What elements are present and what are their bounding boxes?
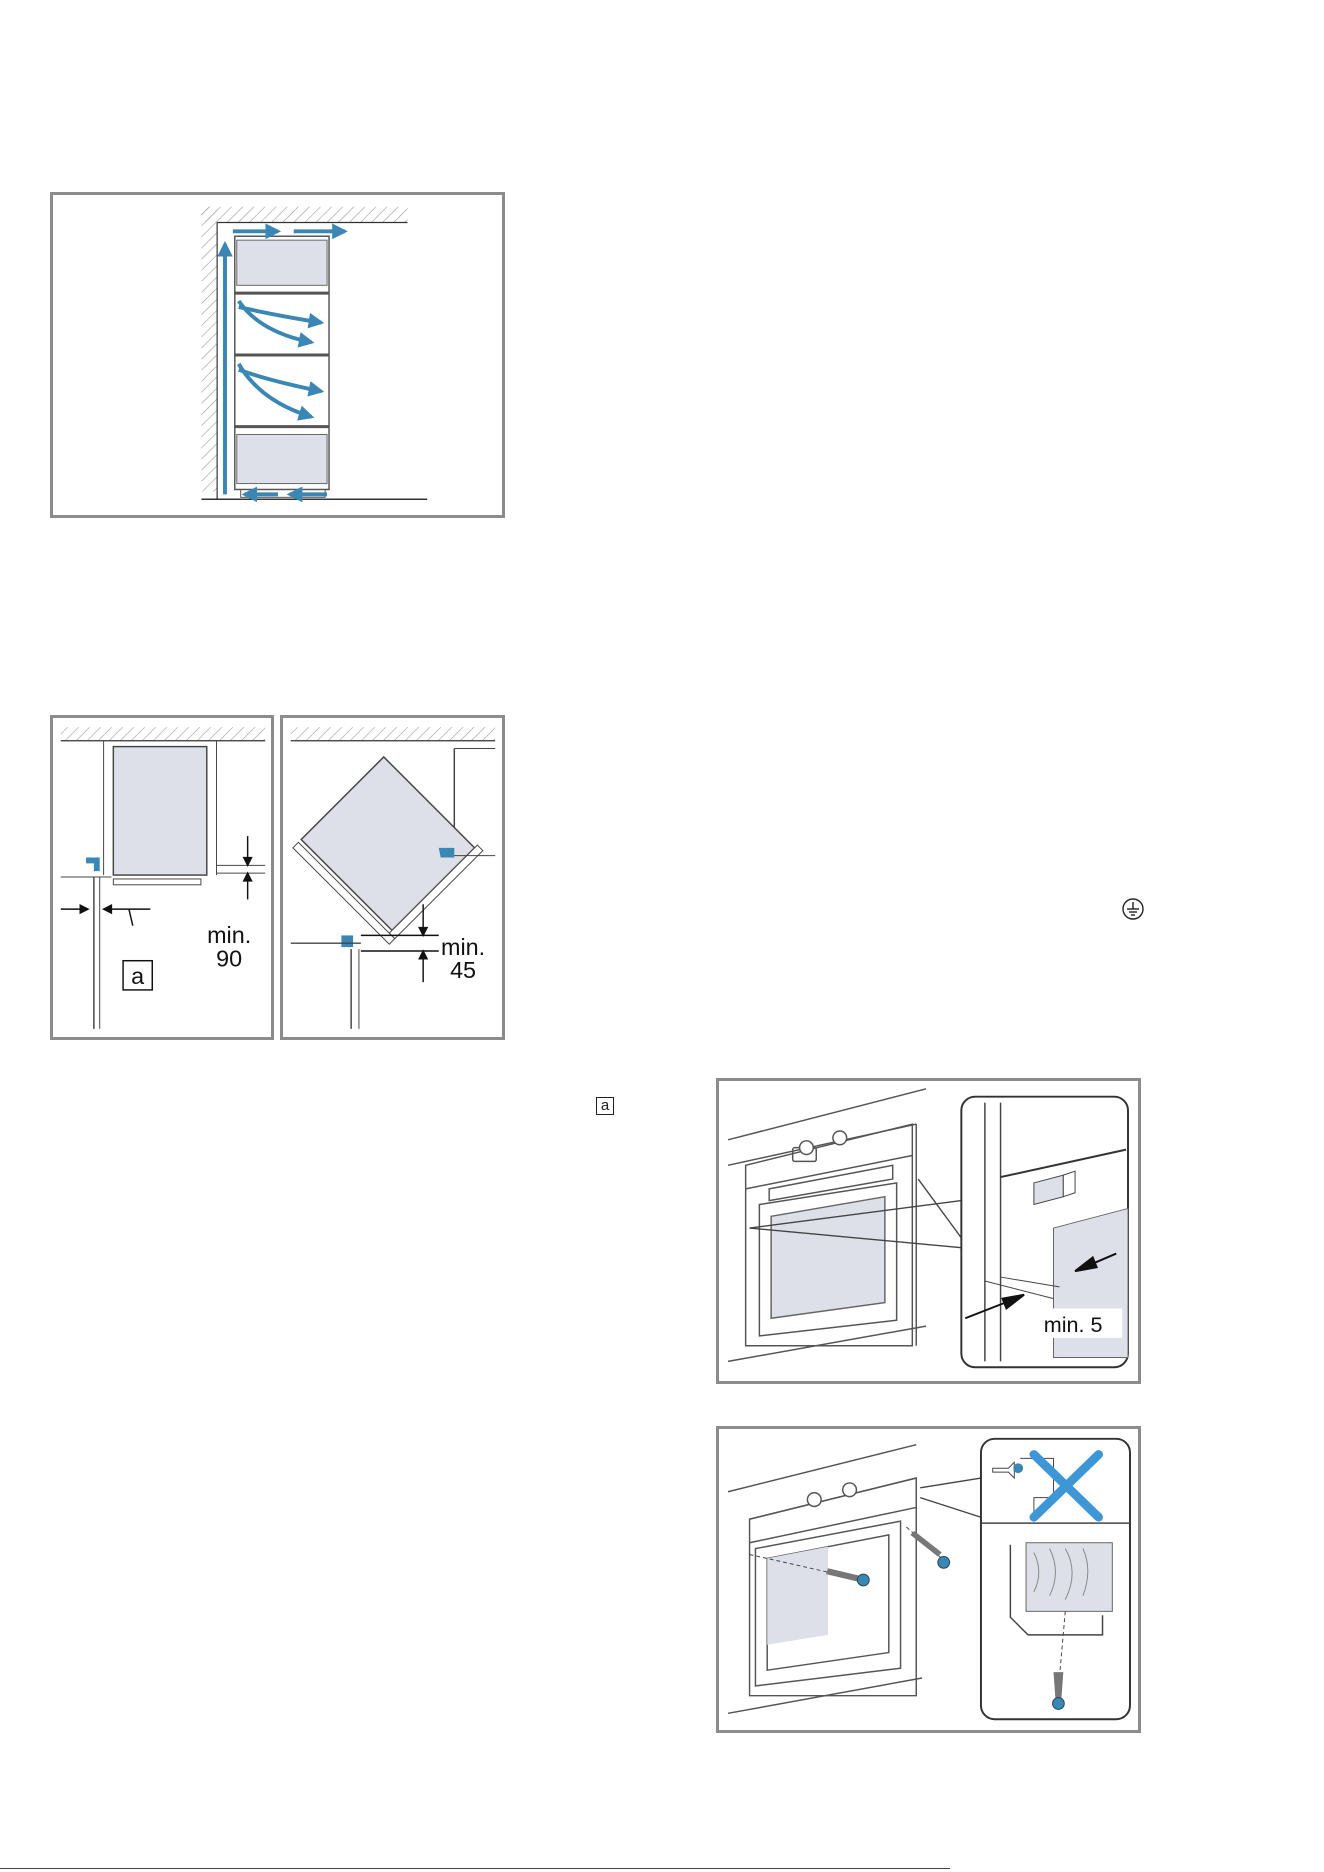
- hinge-blue-bottom: [341, 935, 353, 947]
- ground-symbol-icon: [1121, 897, 1145, 921]
- figure-clearance-straight: a min. 90: [50, 715, 274, 1040]
- detail-inset: [981, 1439, 1130, 1719]
- gap-label: min. 5: [1044, 1312, 1103, 1337]
- kitchen-unit: [728, 1445, 922, 1714]
- bottom-drawer: [237, 435, 327, 484]
- kitchen-unit: [728, 1089, 926, 1362]
- wall-hatch: [201, 207, 217, 492]
- clearance-tilted-diagram: min. 45: [283, 718, 502, 1037]
- hinge-blue: [439, 848, 455, 858]
- airflow-diagram: [53, 195, 502, 515]
- ceiling-hatch: [291, 727, 495, 741]
- hinge-blue: [86, 858, 100, 872]
- figure-clearance-tilted: min. 45: [280, 715, 505, 1040]
- ref-a-mark: a: [596, 1097, 614, 1115]
- label-a: a: [131, 963, 144, 989]
- min-value: 45: [450, 957, 476, 983]
- ceiling-hatch: [201, 207, 407, 223]
- ceiling-hatch: [61, 727, 265, 741]
- appliance-body: [113, 747, 206, 875]
- clearance-straight-diagram: a min. 90: [53, 718, 271, 1037]
- figure-screw-mount: [716, 1426, 1141, 1733]
- footer-rule: [0, 1868, 950, 1869]
- screw-mount-diagram: [719, 1429, 1138, 1730]
- figure-airflow: [50, 192, 505, 518]
- door-handle: [113, 879, 201, 885]
- min-value: 90: [216, 946, 242, 972]
- min-text: min.: [207, 922, 251, 948]
- min-text: min.: [441, 934, 485, 960]
- figure-gap: min. 5: [716, 1078, 1141, 1384]
- gap-diagram: min. 5: [719, 1081, 1138, 1381]
- callout-lines: [920, 1478, 981, 1517]
- top-drawer: [237, 240, 327, 285]
